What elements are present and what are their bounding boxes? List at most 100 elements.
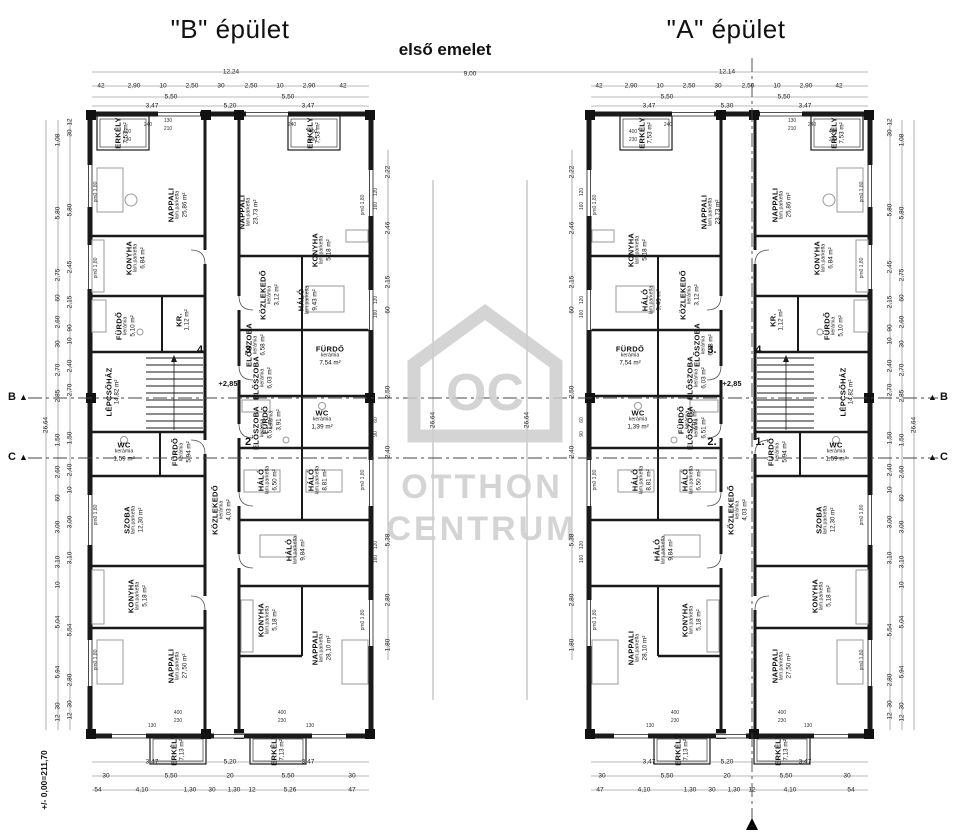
- dimension-text: 2,22: [568, 165, 576, 179]
- dimension-text: 1,50: [898, 433, 906, 447]
- dimension-text: 5,38: [568, 533, 576, 547]
- dimension-text: 4,10: [135, 786, 149, 794]
- dimension-text: 3,47: [798, 102, 812, 110]
- opening-size-text: pm0 1,80: [360, 469, 367, 491]
- dimension-text: 3,00: [54, 520, 62, 534]
- opening-size-text: 160: [373, 554, 380, 564]
- dimension-text: 5,50: [164, 93, 178, 101]
- room-label: KR.1,12 m²: [174, 309, 191, 331]
- dimension-text: 3,00: [66, 515, 74, 529]
- dimension-text: 10: [66, 486, 74, 494]
- dimension-text: 54: [94, 786, 102, 794]
- dimension-text: 2,50: [568, 385, 576, 399]
- dimension-text: 2,15: [66, 295, 74, 309]
- opening-size-text: 60: [579, 417, 586, 423]
- dimension-text: 1,80: [568, 638, 576, 652]
- dimension-text: 2,60: [898, 465, 906, 479]
- dimension-text: 1,30: [227, 786, 241, 794]
- dimension-text: 2,50: [185, 82, 199, 90]
- dimension-text: 10: [773, 82, 781, 90]
- dimension-text: 2,40: [568, 445, 576, 459]
- dimension-text: 2,50: [741, 82, 755, 90]
- opening-size-text: pm0 1,80: [592, 469, 599, 491]
- dimension-text: 1,30: [683, 786, 697, 794]
- dimension-text: 5,50: [660, 93, 674, 101]
- dimension-text: 1,08: [54, 133, 62, 147]
- opening-size-text: 240: [807, 122, 817, 129]
- opening-size-text: 240: [143, 122, 153, 129]
- dimension-text: 5,38: [384, 533, 392, 547]
- opening-size-text: pm0 1,80: [93, 181, 100, 203]
- opening-size-text: 120: [373, 187, 380, 197]
- dimension-text: 5,94: [54, 665, 62, 679]
- opening-size-text: 160: [579, 309, 586, 319]
- opening-size-text: 160: [373, 309, 380, 319]
- dimension-text: 12: [248, 786, 256, 794]
- dimension-text: 1,30: [727, 786, 741, 794]
- dimension-text: 90: [66, 324, 74, 332]
- opening-size-text: pm0 1,80: [859, 649, 866, 671]
- dimension-text: 5,54: [66, 623, 74, 637]
- dimension-text: 2,60: [54, 315, 62, 329]
- dimension-text: 2,60: [54, 465, 62, 479]
- dimension-text: 2,50: [384, 385, 392, 399]
- dimension-text: 60: [898, 294, 906, 302]
- dimension-text: 5,20: [223, 758, 237, 766]
- dimension-text: 10: [898, 581, 906, 589]
- opening-size-text: pm0 1,80: [592, 194, 599, 216]
- dimension-text: 30: [66, 700, 74, 708]
- dimension-text: 2,15: [886, 295, 894, 309]
- dimension-text: 5,26: [283, 786, 297, 794]
- opening-size-text: 90: [579, 431, 586, 437]
- dimension-text: 60: [54, 494, 62, 502]
- section-triangle-icon: ▲: [19, 392, 28, 402]
- dimension-text: 2,70: [66, 383, 74, 397]
- opening-size-text: pm0 1,80: [93, 649, 100, 671]
- dimension-text: 5,54: [886, 623, 894, 637]
- dimension-text: 3,10: [54, 555, 62, 569]
- section-triangle-icon: ▲: [19, 452, 28, 462]
- dimension-text: 12,14: [718, 68, 736, 76]
- apartment-number: 2.: [707, 435, 717, 448]
- dimension-text: 12: [54, 714, 62, 722]
- opening-size-text: 400: [308, 129, 318, 136]
- dimension-text: 1,50: [66, 431, 74, 445]
- dimension-text: 12: [66, 118, 74, 126]
- dimension-text: 2,90: [799, 82, 813, 90]
- dimension-text: 5,50: [660, 772, 674, 780]
- opening-size-text: 230: [828, 137, 838, 144]
- dimension-text: 10: [66, 337, 74, 345]
- dimension-text: 30: [714, 82, 722, 90]
- opening-size-text: 60: [373, 417, 380, 423]
- dimension-text: 10: [159, 82, 167, 90]
- section-letter: C: [939, 451, 948, 463]
- dimension-text: 30: [208, 786, 216, 794]
- dimension-text: 30: [54, 340, 62, 348]
- dimension-text: 2,50: [682, 82, 696, 90]
- dimension-text: 12: [886, 118, 894, 126]
- dimension-text: 12: [748, 786, 756, 794]
- dimension-text: 1,80: [384, 638, 392, 652]
- opening-size-text: 230: [173, 718, 183, 725]
- dimension-text: 1,30: [183, 786, 197, 794]
